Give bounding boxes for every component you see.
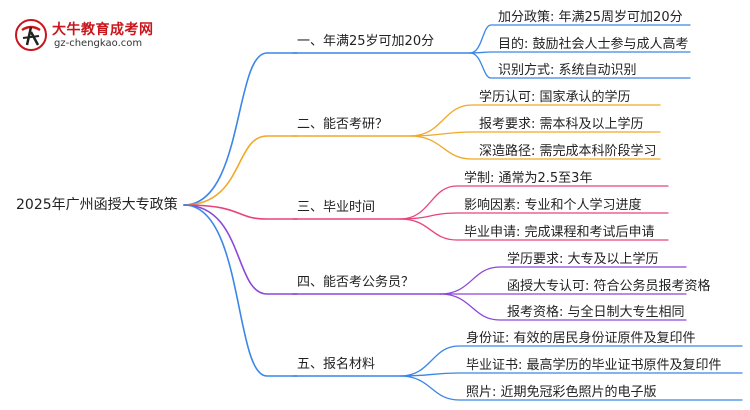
branch-connector bbox=[183, 204, 298, 377]
leaf-connector bbox=[439, 266, 687, 295]
leaf-label: 照片: 近期免冠彩色照片的电子版 bbox=[466, 385, 657, 400]
leaf-label: 毕业证书: 最高学历的毕业证书原件及复印件 bbox=[466, 358, 722, 373]
leaf-connector bbox=[399, 345, 743, 377]
branch-connector bbox=[183, 204, 298, 220]
leaf-connector bbox=[409, 135, 661, 160]
leaf-connector bbox=[399, 372, 743, 377]
leaf-connector bbox=[399, 185, 669, 220]
branch-connector bbox=[183, 135, 298, 206]
leaf-label: 影响因素: 专业和个人学习进度 bbox=[464, 198, 642, 213]
leaf-connector bbox=[469, 52, 691, 79]
leaf-connector bbox=[399, 212, 669, 220]
leaf-connector bbox=[409, 104, 661, 137]
leaf-label: 报考资格: 与全日制大专生相同 bbox=[507, 305, 685, 320]
leaf-label: 学历要求: 大专及以上学历 bbox=[507, 252, 659, 267]
leaf-label: 深造路径: 需完成本科阶段学习 bbox=[479, 144, 657, 159]
branch-label: 三、毕业时间 bbox=[297, 200, 376, 215]
leaf-label: 毕业申请: 完成课程和考试后申请 bbox=[464, 225, 655, 240]
root-topic: 2025年广州函授大专政策 bbox=[16, 197, 178, 213]
branch-connector bbox=[183, 52, 298, 206]
logo-title: 大牛教育成考网 bbox=[52, 22, 154, 38]
leaf-label: 函授大专认可: 符合公务员报考资格 bbox=[507, 279, 711, 294]
branch-label: 一、年满25岁可加20分 bbox=[297, 34, 435, 49]
leaf-label: 学历认可: 国家承认的学历 bbox=[479, 90, 631, 105]
logo-mark-icon bbox=[15, 19, 47, 51]
leaf-connector bbox=[409, 131, 661, 137]
brand-logo: 大牛教育成考网 gz-chengkao.com bbox=[14, 18, 189, 54]
leaf-label: 加分政策: 年满25周岁可加20分 bbox=[498, 10, 683, 25]
leaf-connector bbox=[439, 293, 687, 321]
branch-label: 四、能否考公务员？ bbox=[297, 275, 415, 290]
branch-label: 五、报名材料 bbox=[297, 357, 376, 372]
leaf-label: 学制: 通常为2.5至3年 bbox=[464, 171, 593, 186]
leaf-label: 目的: 鼓励社会人士参与成人高考 bbox=[498, 37, 689, 52]
leaf-connector bbox=[469, 24, 691, 54]
branch-connector bbox=[183, 204, 298, 295]
leaf-connector bbox=[469, 51, 691, 54]
branch-label: 二、能否考研？ bbox=[297, 117, 389, 132]
leaf-connector bbox=[399, 218, 669, 241]
leaf-label: 报考要求: 需本科及以上学历 bbox=[479, 117, 644, 132]
leaf-connector bbox=[399, 375, 743, 401]
leaf-label: 身份证: 有效的居民身份证原件及复印件 bbox=[466, 331, 696, 346]
logo-url: gz-chengkao.com bbox=[54, 38, 143, 49]
leaf-label: 识别方式: 系统自动识别 bbox=[498, 63, 637, 78]
